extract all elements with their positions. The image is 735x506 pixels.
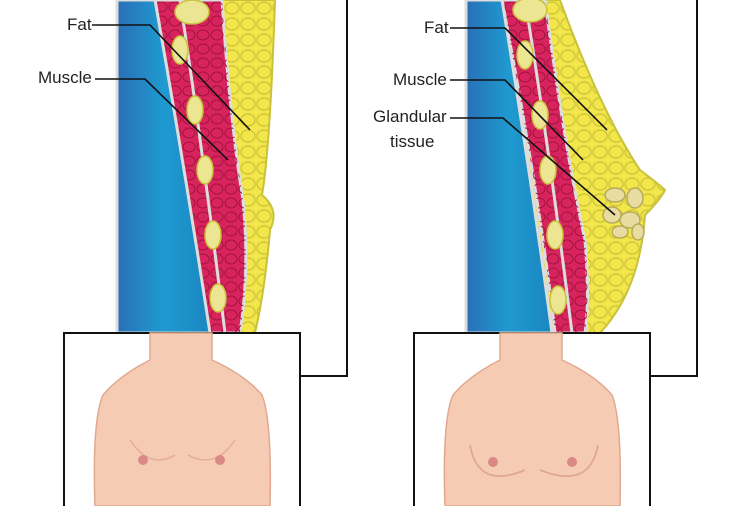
nipple-icon xyxy=(138,455,148,465)
glandular-tissue xyxy=(602,187,645,241)
nipple-icon xyxy=(488,457,498,467)
nipple-icon xyxy=(215,455,225,465)
gynecomastia-torso xyxy=(443,332,622,506)
label-fat: Fat xyxy=(424,18,449,37)
chest-wall xyxy=(464,0,554,335)
nipple-icon xyxy=(567,457,577,467)
normal-torso xyxy=(93,332,272,506)
label-muscle: Muscle xyxy=(38,68,92,87)
normal-chest-cross-section: Fat Muscle xyxy=(38,0,348,506)
label-fat: Fat xyxy=(67,15,92,34)
fat-ovals xyxy=(171,0,227,313)
gynecomastia-cross-section: Fat Muscle Glandular tissue xyxy=(373,0,698,506)
label-glandular: Glandular xyxy=(373,107,447,126)
leader-lines xyxy=(92,24,251,161)
leader-lines xyxy=(450,27,616,216)
fat-ovals xyxy=(512,0,567,315)
label-tissue: tissue xyxy=(390,132,434,151)
label-muscle: Muscle xyxy=(393,70,447,89)
